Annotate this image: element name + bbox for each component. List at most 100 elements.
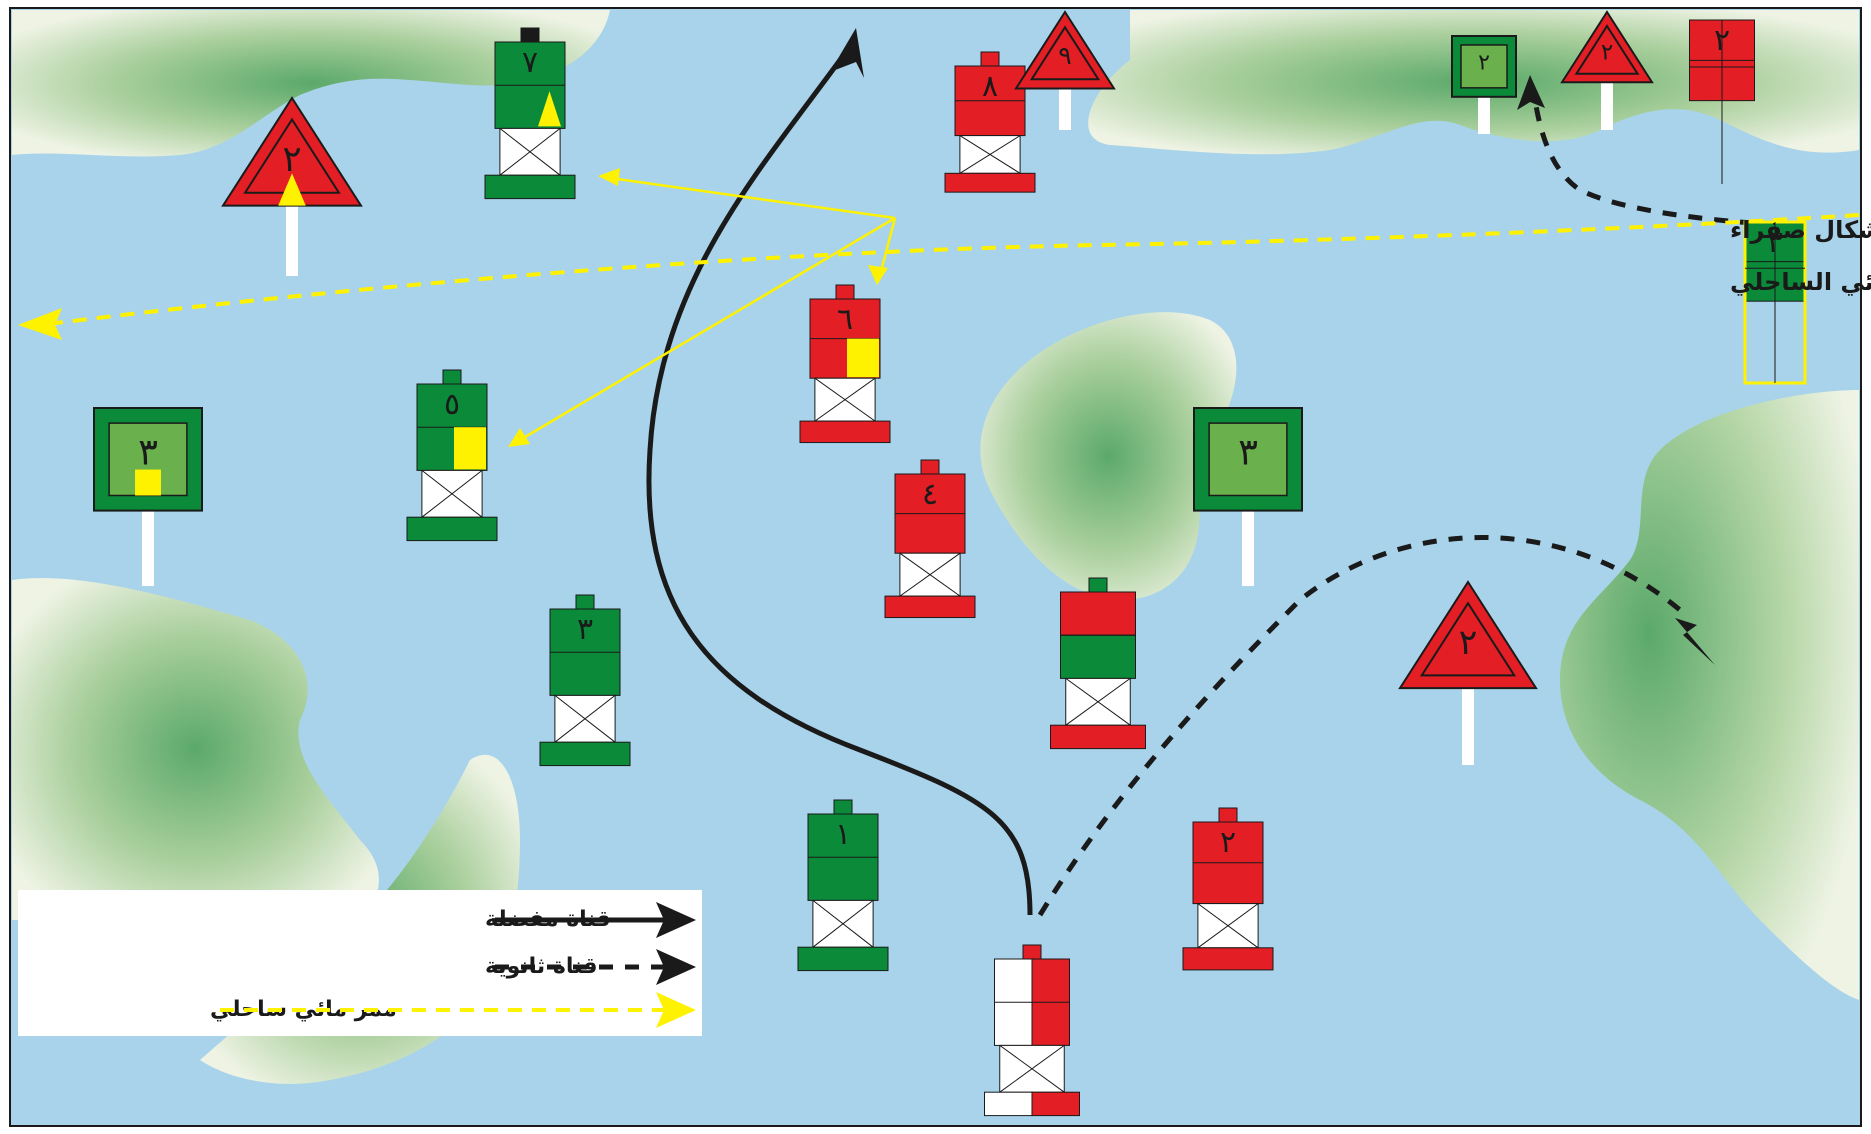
buoy-number: ٧ — [522, 45, 538, 80]
beacon-number: ٢ — [1459, 623, 1478, 663]
topmark — [980, 51, 1000, 67]
beacon-post — [1059, 86, 1071, 130]
coastal-waterway-arrowhead — [18, 308, 62, 340]
buoy-base — [1050, 724, 1146, 750]
land-top-left — [12, 10, 610, 157]
annotation-pointer-buoy-5 — [519, 216, 896, 442]
buoys: ٧ ٨ ٦ ٥ ٤ ٣ ١ ٢ ٢ ٣ — [406, 19, 1807, 1117]
topmark — [442, 369, 462, 385]
buoy-body-green — [1060, 634, 1136, 679]
beacon-post — [1462, 686, 1474, 765]
buoy-number: ٣ — [577, 612, 593, 647]
safe-water-buoy — [984, 944, 1080, 1117]
land-center-island — [980, 312, 1237, 600]
pointer-arrowhead-buoy-5 — [508, 428, 530, 447]
green-square-3-left: ٣ — [93, 407, 203, 586]
buoy-base — [799, 420, 891, 444]
square-inner — [1460, 44, 1508, 89]
topmark — [833, 799, 853, 815]
red-buoy-4: ٤ — [884, 459, 976, 619]
buoy-base — [1182, 947, 1274, 971]
annotation-pointer-buoy-7 — [609, 176, 896, 220]
secondary-channel-arrowhead-2 — [1517, 75, 1545, 110]
topmark — [520, 27, 540, 43]
square-inner — [1208, 422, 1288, 497]
land-bottom-left — [12, 578, 379, 920]
preferred-channel-path — [646, 58, 1033, 916]
triangle-inner-border — [1419, 601, 1517, 677]
beacon-number: ٢ — [1478, 50, 1490, 75]
triangle-sign — [1398, 580, 1538, 690]
annotation: علام ممر مائي ساحلي مزدوج الغرض بأشكال ص… — [1730, 214, 1871, 296]
annotation-line-2: يبين كيف يُميز بين العوامات داخل الممر ا… — [1730, 268, 1871, 296]
buoy-number: ٦ — [837, 302, 853, 337]
pointer-arrowhead-buoy-6 — [868, 265, 888, 285]
buoy-base — [484, 174, 576, 200]
buoy-base — [539, 741, 631, 767]
legend-coastal-arrow — [656, 992, 696, 1028]
buoy-base — [406, 516, 498, 542]
lattice-cross-b — [999, 1044, 1065, 1093]
triangle-inner-border — [1029, 25, 1101, 81]
pointer-arrowhead-buoy-7 — [598, 168, 620, 186]
buoy-base-red — [1031, 1091, 1080, 1117]
red-buoy-6: ٦ — [799, 284, 891, 444]
channel-paths — [18, 28, 1860, 917]
secondary-channel-path — [1037, 535, 1682, 917]
legend: قناة مفضلة قناة ثانوية ممر مائي ساحلي — [18, 890, 702, 1036]
buoy-number: ٥ — [444, 387, 460, 422]
topmark — [835, 284, 855, 300]
green-buoy-5: ٥ — [406, 369, 498, 542]
land-right — [1560, 390, 1859, 1000]
buoy-number: ٣ — [1767, 225, 1783, 260]
beacon-number: ٢ — [1601, 40, 1613, 66]
annotation-line-1: علام ممر مائي ساحلي مزدوج الغرض بأشكال ص… — [1730, 214, 1871, 244]
lattice-cross-b — [499, 128, 561, 176]
yellow-square-mark — [454, 427, 486, 470]
triangle-inner-border — [1574, 24, 1640, 75]
yellow-triangle-mark — [538, 91, 561, 127]
buoy-base — [797, 946, 889, 972]
yellow-triangle-mark — [278, 173, 306, 206]
topmark — [1218, 807, 1238, 823]
topmark — [1088, 577, 1108, 593]
yellow-square-mark — [847, 338, 879, 378]
topmark — [920, 459, 940, 475]
secondary-channel-path-2 — [1532, 99, 1781, 228]
coastal-waterway-path — [39, 213, 1860, 327]
lattice-cross-b — [421, 470, 483, 518]
buoy-base — [944, 172, 1036, 193]
lattice-cross-b — [1197, 903, 1259, 949]
beacon-post — [142, 508, 154, 586]
lattice-cross-b — [1065, 677, 1131, 726]
buoy-base-white — [984, 1091, 1033, 1117]
topmark — [575, 594, 595, 610]
buoy-body-red — [1060, 591, 1136, 636]
red-tall-buoy-2: ٢ — [1689, 19, 1755, 184]
red-triangle-2-left: ٢ — [221, 96, 363, 276]
green-buoy-7: ٧ — [484, 27, 576, 200]
beacon-post — [1601, 80, 1613, 130]
buoy-number: ٢ — [1714, 23, 1730, 58]
legend-secondary-arrow — [656, 949, 696, 985]
green-buoy-1: ١ — [797, 799, 889, 972]
green-buoy-3: ٣ — [539, 594, 631, 767]
yellow-square-mark — [135, 469, 161, 496]
beacon-number: ٣ — [1238, 430, 1258, 473]
buoy-number: ٢ — [1220, 825, 1236, 860]
green-square-2: ٢ — [1451, 35, 1517, 134]
legend-preferred-arrow — [656, 902, 696, 938]
red-triangle-2-right: ٢ — [1398, 580, 1538, 765]
land-masses — [12, 10, 1859, 1084]
lattice-cross-b — [899, 552, 961, 597]
red-triangle-2-top-right: ٢ — [1560, 10, 1654, 130]
annotation-pointer-buoy-6 — [878, 217, 897, 276]
beacon-post — [286, 203, 298, 276]
beacon-number: ٢ — [282, 139, 301, 180]
triangle-sign — [1560, 10, 1654, 84]
beacon-number: ٩ — [1058, 41, 1071, 70]
beacon-post — [1242, 508, 1254, 586]
buoy-number: ٨ — [982, 69, 998, 104]
triangle-sign — [1014, 10, 1116, 90]
